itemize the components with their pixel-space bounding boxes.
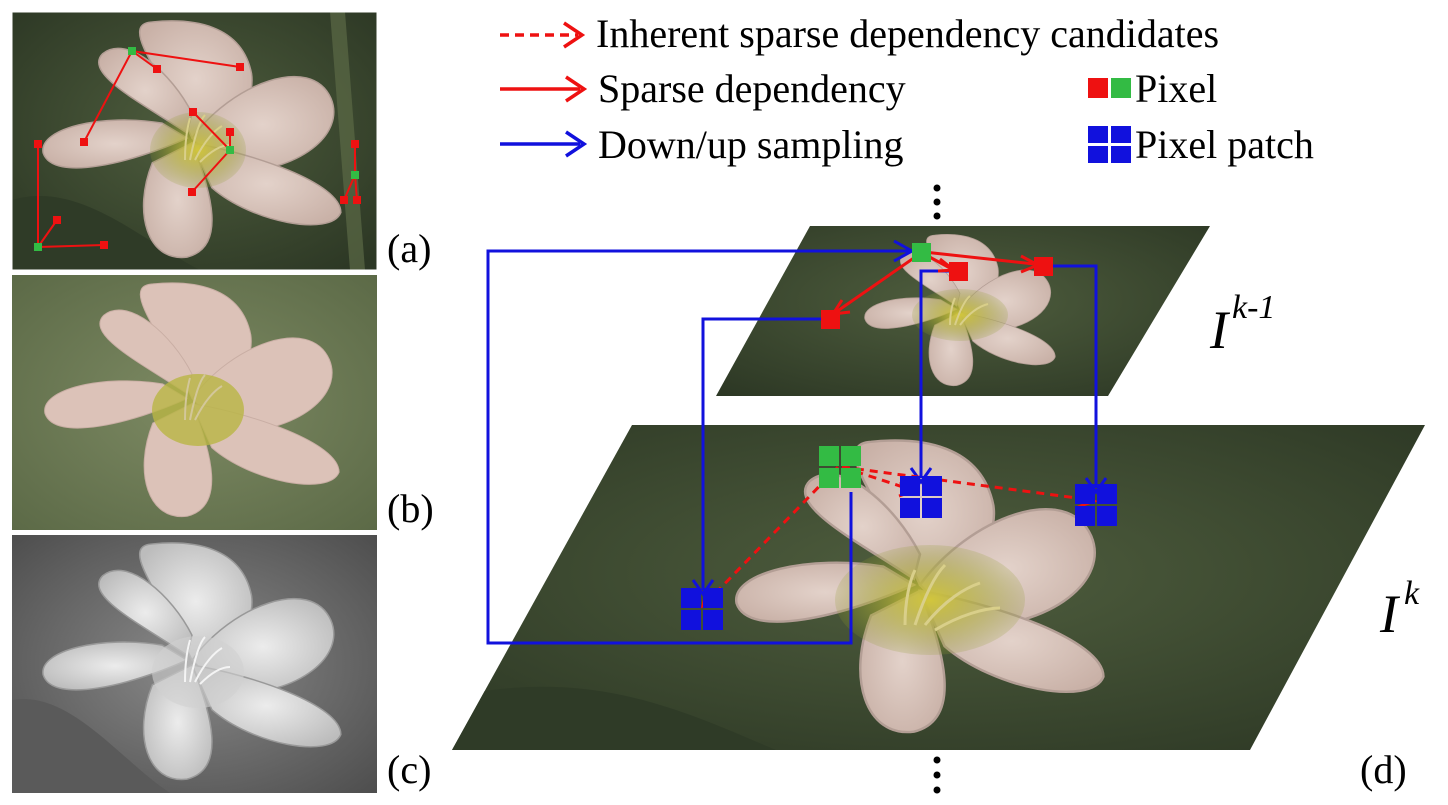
legend-sampling-label: Down/up sampling xyxy=(598,122,904,167)
level-cur-patch-mid xyxy=(900,476,942,518)
legend-sparse-label: Sparse dependency xyxy=(598,66,906,111)
level-cur-patch-left xyxy=(681,588,723,630)
level-prev-label: I k-1 xyxy=(1209,289,1275,360)
panel-c-image xyxy=(12,535,377,793)
legend-candidates-arrow xyxy=(500,21,586,49)
panel-label-a: (a) xyxy=(387,226,431,271)
level-cur-patch-source xyxy=(819,446,861,488)
sampling-path-right xyxy=(1043,264,1098,488)
legend-sparse-arrow xyxy=(500,75,588,103)
sampling-path-left xyxy=(701,317,828,590)
level-cur-sup: k xyxy=(1404,575,1420,612)
panel-a-pixels xyxy=(34,47,361,251)
legend-patch-label: Pixel patch xyxy=(1135,122,1314,167)
legend: Inherent sparse dependency candidates Sp… xyxy=(500,11,1314,167)
level-cur-image xyxy=(452,425,1425,750)
level-cur-patch-right xyxy=(1075,484,1117,526)
panel-label-b: (b) xyxy=(387,486,434,531)
ellipsis-top xyxy=(933,184,941,220)
legend-pixel-swatch xyxy=(1088,78,1131,98)
level-prev-base: I xyxy=(1209,300,1231,360)
panel-label-d: (d) xyxy=(1360,747,1407,792)
sampling-path-outer xyxy=(486,249,916,645)
level-prev-image xyxy=(716,226,1210,396)
panel-a-image xyxy=(11,11,378,271)
panel-label-c: (c) xyxy=(387,747,431,792)
level-cur-base: I xyxy=(1379,584,1401,644)
panel-a-dependencies xyxy=(37,50,358,248)
level-prev-sup: k-1 xyxy=(1232,289,1275,326)
panel-b-image xyxy=(12,275,377,530)
legend-pixel-label: Pixel xyxy=(1135,66,1217,111)
legend-candidates-label: Inherent sparse dependency candidates xyxy=(596,11,1219,56)
legend-sampling-arrow xyxy=(500,130,588,158)
level-cur-label: I k xyxy=(1379,575,1420,644)
legend-patch-swatch xyxy=(1088,126,1131,163)
ellipsis-bottom xyxy=(933,756,941,794)
level-prev-pixels xyxy=(821,243,1053,329)
sampling-connectors xyxy=(486,239,1108,645)
